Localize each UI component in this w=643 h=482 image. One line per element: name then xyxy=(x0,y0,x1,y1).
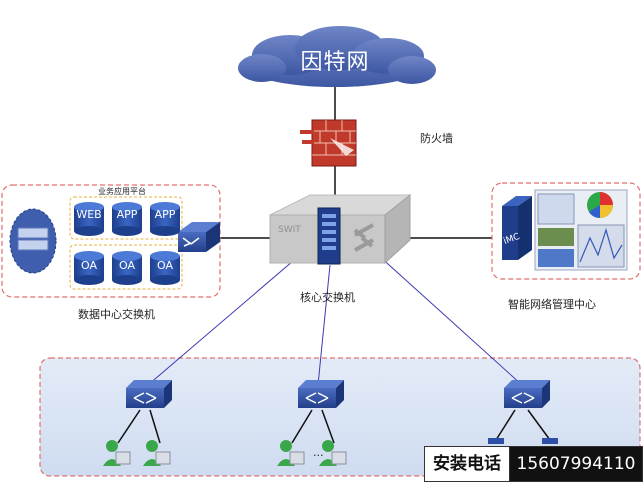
contact-label: 安装电话 xyxy=(425,447,510,481)
core-switch-label: 核心交换机 xyxy=(300,291,355,304)
oa-server-label: OA xyxy=(81,259,97,272)
app-server-label: APP xyxy=(155,208,176,221)
core-switch-badge: SWIT xyxy=(278,225,301,235)
oa-server-label: OA xyxy=(119,259,135,272)
platform-label: 业务应用平台 xyxy=(98,187,146,196)
application-platform-box xyxy=(69,196,183,240)
oa-server-label: OA xyxy=(157,259,173,272)
contact-phone-number: 15607994110 xyxy=(510,447,642,481)
web-server-label: WEB xyxy=(76,208,101,221)
user-workstation-icon xyxy=(103,440,131,466)
internet-cloud xyxy=(238,26,436,87)
oa-server-icon: OA xyxy=(112,251,142,285)
user-workstation-icon xyxy=(277,440,305,466)
access-endpoint-icons xyxy=(488,438,558,444)
internet-label: 因特网 xyxy=(300,50,370,75)
access-switch-middle-icon xyxy=(298,380,344,408)
access-switch-right-icon xyxy=(504,380,550,408)
oa-platform-box xyxy=(69,244,183,290)
imc-server-icon: iMC xyxy=(502,196,532,260)
web-server-icon: WEB xyxy=(74,202,104,236)
app-server-icon: APP xyxy=(150,202,180,236)
oa-server-row: OA OA OA xyxy=(74,251,180,285)
app-server-icon: APP xyxy=(112,202,142,236)
contact-phone-box: 安装电话 15607994110 xyxy=(424,446,643,482)
monitoring-dashboard-icon xyxy=(534,189,628,271)
app-server-label: APP xyxy=(117,208,138,221)
firewall-label: 防火墙 xyxy=(420,132,453,145)
user-workstation-icon xyxy=(143,440,171,466)
connection-lines xyxy=(117,70,551,444)
app-server-row: WEB APP APP xyxy=(74,202,180,236)
access-switch-left-icon xyxy=(126,380,172,408)
data-center-switch-label: 数据中心交换机 xyxy=(78,308,155,321)
firewall-icon xyxy=(300,119,357,167)
management-center-label: 智能网络管理中心 xyxy=(508,298,596,311)
core-switch-icon: SWIT xyxy=(269,193,412,265)
storage-server-icon xyxy=(9,208,57,274)
data-center-switch-icon xyxy=(178,222,220,252)
user-workstation-icon xyxy=(319,440,347,466)
oa-server-icon: OA xyxy=(150,251,180,285)
more-users-dots: ... xyxy=(313,446,324,459)
oa-server-icon: OA xyxy=(74,251,104,285)
